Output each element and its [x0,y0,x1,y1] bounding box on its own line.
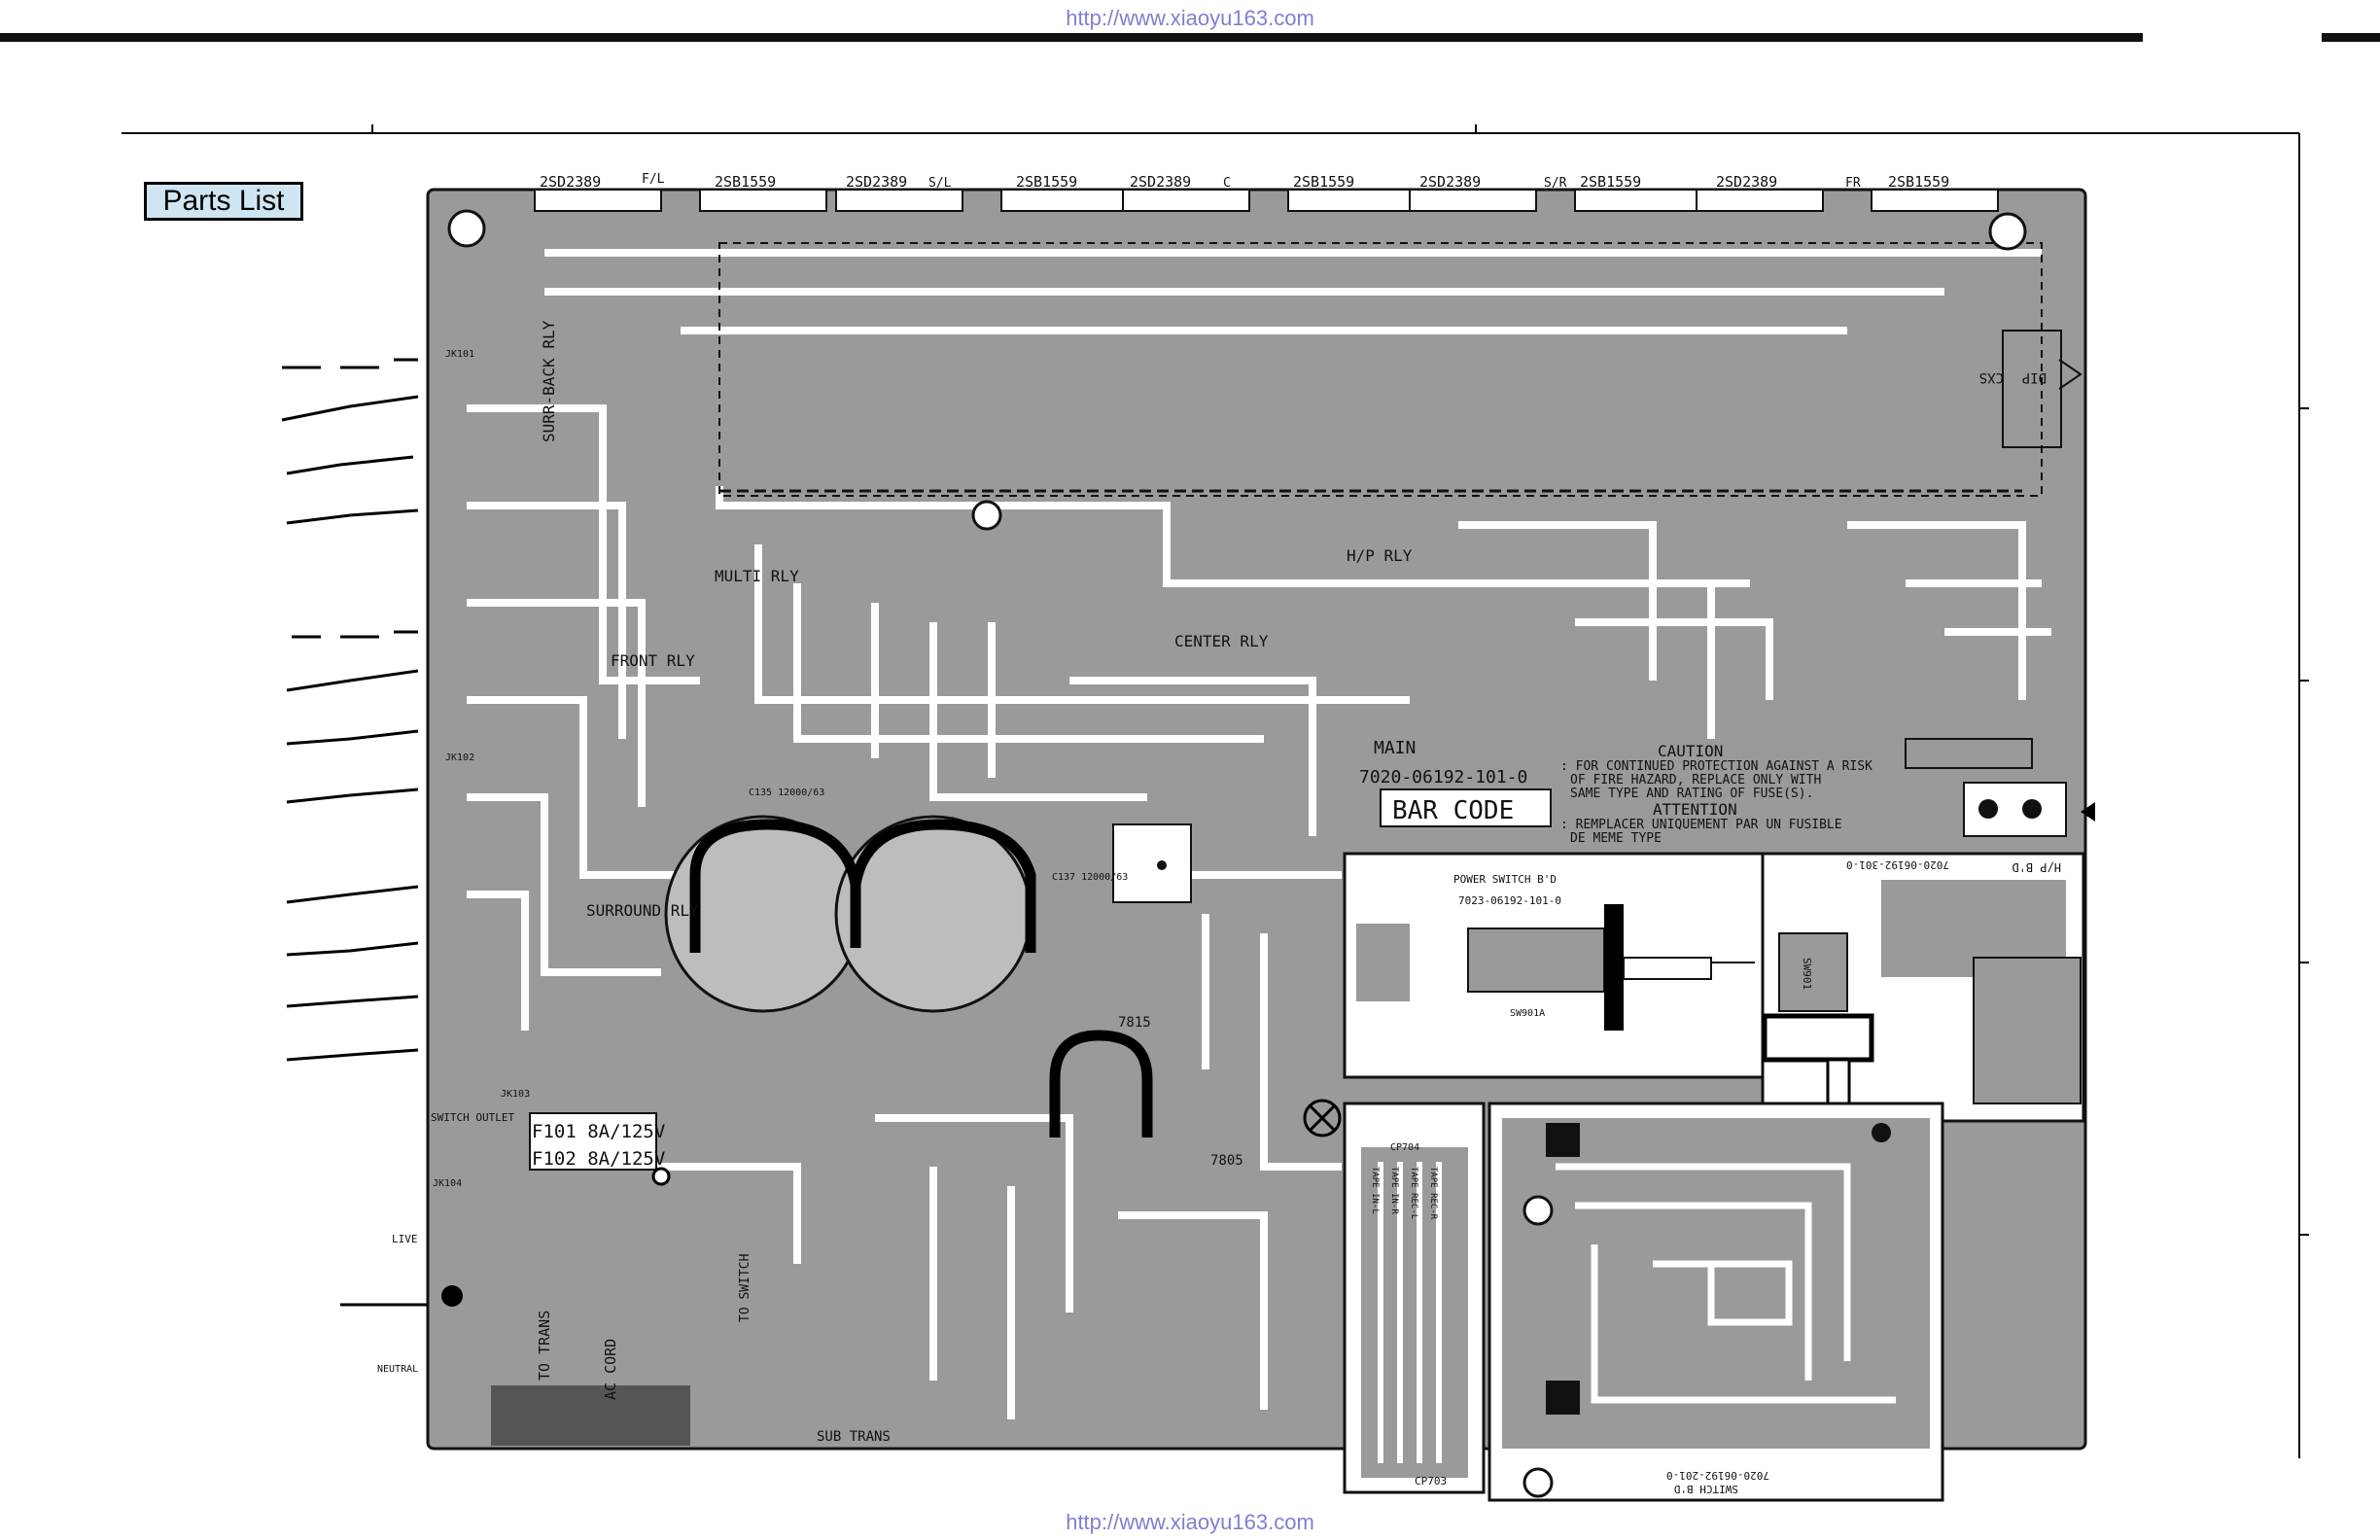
tape-label: TAPE IN-R [1389,1167,1399,1214]
hp-part-number: 7020-06192-301-0 [1846,858,1949,871]
power-switch-sw: SW901A [1510,1008,1545,1019]
regulator-label: 7815 [1118,1015,1151,1031]
attention-line: : REMPLACER UNIQUEMENT PAR UN FUSIBLE [1560,818,1842,832]
relay-label: CENTER RLY [1174,632,1269,650]
to-trans-label: TO TRANS [536,1311,553,1381]
caution-line: SAME TYPE AND RATING OF FUSE(S). [1570,787,1813,801]
cxs-label: CXS [1979,369,2004,385]
header-url[interactable]: http://www.xiaoyu163.com [1066,6,1314,30]
to-switch-label: TO SWITCH [738,1254,752,1322]
ac-cord-label: AC CORD [602,1339,619,1400]
caution-line: OF FIRE HAZARD, REPLACE ONLY WITH [1570,773,1821,788]
transistor-label: 2SD2389 [540,173,601,191]
channel-label: FR [1845,176,1861,191]
jack-label: JK103 [501,1089,530,1100]
jack-label: JK102 [445,752,474,763]
transistor-label: 2SB1559 [1580,173,1641,191]
switch-bd-part-number: 7020-06192-201-0 [1666,1469,1769,1482]
switch-outlet-label: SWITCH OUTLET [431,1111,514,1124]
live-label: LIVE [392,1233,418,1245]
caution-line: : FOR CONTINUED PROTECTION AGAINST A RIS… [1560,759,1872,774]
channel-label: S/L [928,176,952,191]
drawing-frame [122,124,2309,1458]
transistor-label: 2SB1559 [1016,173,1077,191]
relay-label: H/P RLY [1347,546,1413,565]
channel-label: F/L [642,172,665,187]
tape-label: TAPE REC-R [1428,1167,1438,1220]
relay-label: MULTI RLY [715,567,799,585]
header-rule [0,33,2143,42]
tape-label: TAPE IN-L [1370,1167,1380,1214]
attention-line: DE MEME TYPE [1570,831,1662,846]
hp-title: H/P B'D [2012,860,2061,874]
relay-label: SURR-BACK RLY [540,320,558,442]
fuse-label: F102 8A/125V [532,1148,665,1170]
transistor-label: 2SD2389 [846,173,907,191]
connector-label: CP704 [1390,1142,1419,1153]
bar-code-box: BAR CODE [1392,796,1514,825]
channel-label: S/R [1544,176,1567,191]
transistor-row [534,189,1999,212]
power-switch-part-number: 7023-06192-101-0 [1458,894,1561,907]
jack-label: JK101 [445,349,474,360]
transistor-label: 2SB1559 [1293,173,1354,191]
attention-title: ATTENTION [1653,800,1737,819]
channel-label: C [1223,176,1231,191]
connector-label: CP703 [1415,1475,1447,1488]
jack-label: JK104 [433,1178,462,1189]
transistor-label: 2SD2389 [1130,173,1191,191]
transistor-label: 2SB1559 [715,173,776,191]
tape-label: TAPE REC-L [1409,1167,1418,1219]
transistor-label: 2SB1559 [1888,173,1949,191]
board-title-main: MAIN [1374,738,1416,758]
switch-bd-title: SWITCH B'D [1674,1483,1738,1495]
switch-board [1343,1102,1944,1502]
fuse-label: F101 8A/125V [532,1121,665,1142]
capacitor-label: C137 12000/63 [1052,872,1128,883]
jack-leads [281,358,428,1307]
relay-label: FRONT RLY [611,651,695,670]
main-board-labels: 2SD2389 F/L 2SB1559 2SD2389 S/L 2SB1559 … [377,172,2047,1445]
power-switch-board [1343,852,1765,1079]
caution-title: CAUTION [1658,742,1723,760]
transistor-label: 2SD2389 [1716,173,1777,191]
capacitor-label: C135 12000/63 [749,788,824,798]
main-part-number: 7020-06192-101-0 [1359,767,1527,788]
dip-label: DIP [2022,369,2047,385]
header-rule-stub [2322,33,2380,42]
sub-trans-label: SUB TRANS [817,1429,891,1445]
regulator-label: 7805 [1210,1153,1243,1169]
transistor-label: 2SD2389 [1419,173,1481,191]
footer-url[interactable]: http://www.xiaoyu163.com [1066,1510,1314,1534]
hp-sw: SW901 [1801,958,1813,990]
filter-capacitors [664,815,1153,1138]
power-switch-title: POWER SWITCH B'D [1453,873,1557,886]
copper-traces [467,249,2051,1419]
hp-board [1761,852,2085,1159]
neutral-label: NEUTRAL [377,1364,418,1375]
relay-label: SURROUND RLY [586,901,699,920]
parts-list-button[interactable]: Parts List [144,182,303,221]
sub-board-labels: POWER SWITCH B'D 7023-06192-101-0 SW901A… [1370,858,2061,1495]
